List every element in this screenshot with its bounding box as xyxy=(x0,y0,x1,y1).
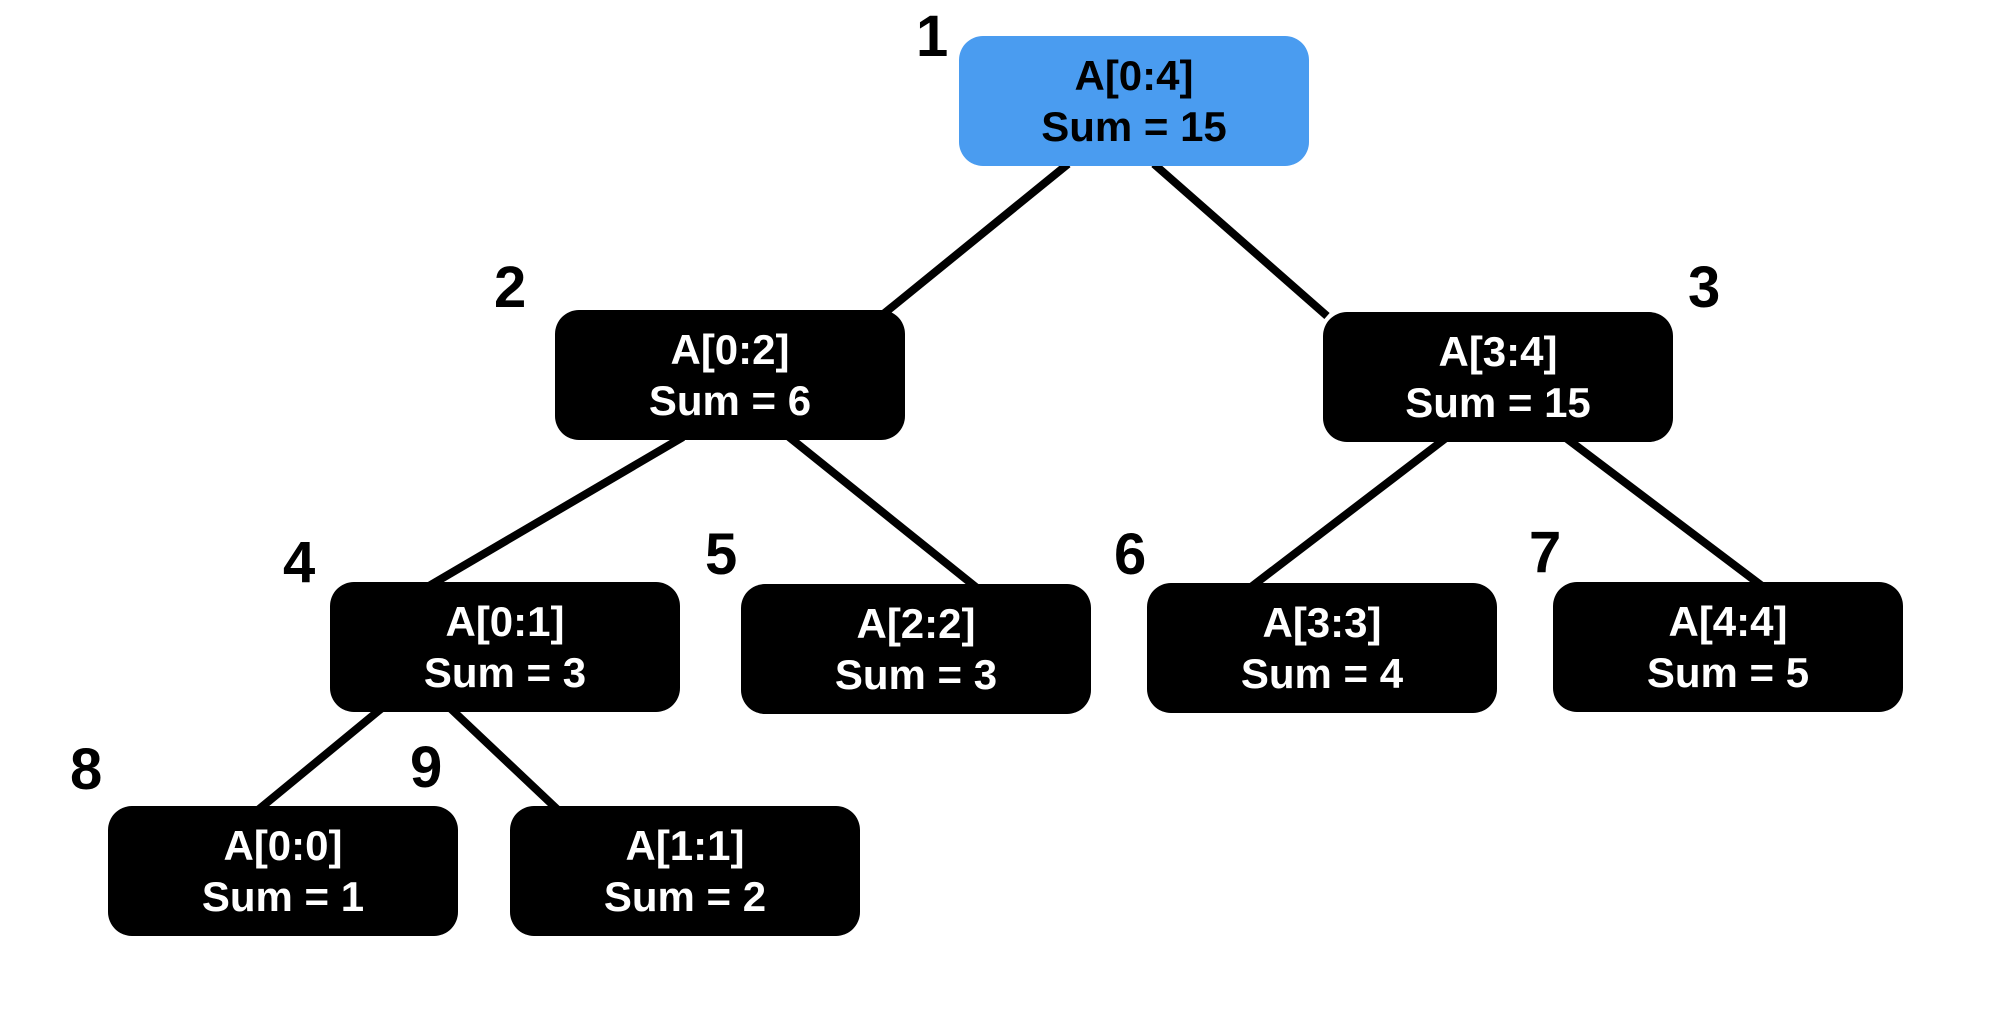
node-range: A[2:2] xyxy=(856,599,976,647)
edge-2-4 xyxy=(426,433,686,590)
node-sum: Sum = 3 xyxy=(834,651,998,698)
edge-3-6 xyxy=(1248,434,1449,591)
node-index-label-5: 5 xyxy=(705,522,738,587)
node-index-label-8: 8 xyxy=(70,737,103,802)
node-range: A[0:4] xyxy=(1074,51,1194,99)
tree-node-1-root: A[0:4] Sum = 15 xyxy=(959,36,1309,166)
edge-3-7 xyxy=(1563,434,1765,590)
node-range: A[1:1] xyxy=(625,821,745,869)
node-range: A[3:3] xyxy=(1262,598,1382,646)
node-sum: Sum = 6 xyxy=(648,377,812,424)
node-index-label-4: 4 xyxy=(283,530,316,595)
tree-node-7: A[4:4] Sum = 5 xyxy=(1553,582,1903,712)
tree-node-8: A[0:0] Sum = 1 xyxy=(108,806,458,936)
node-sum: Sum = 15 xyxy=(1405,379,1591,426)
edge-2-5 xyxy=(786,433,980,592)
tree-node-3: A[3:4] Sum = 15 xyxy=(1323,312,1673,442)
node-sum: Sum = 2 xyxy=(603,873,767,920)
node-index-label-9: 9 xyxy=(410,735,443,800)
node-index-label-6: 6 xyxy=(1114,522,1147,587)
node-sum: Sum = 4 xyxy=(1240,650,1404,697)
node-sum: Sum = 5 xyxy=(1646,649,1810,696)
node-index-label-7: 7 xyxy=(1529,520,1562,585)
node-sum: Sum = 3 xyxy=(423,649,587,696)
tree-node-2: A[0:2] Sum = 6 xyxy=(555,310,905,440)
tree-node-4: A[0:1] Sum = 3 xyxy=(330,582,680,712)
node-index-label-3: 3 xyxy=(1688,255,1721,320)
node-range: A[3:4] xyxy=(1438,327,1558,375)
tree-node-6: A[3:3] Sum = 4 xyxy=(1147,583,1497,713)
edge-4-9 xyxy=(447,705,561,813)
node-range: A[0:1] xyxy=(445,597,565,645)
tree-node-9: A[1:1] Sum = 2 xyxy=(510,806,860,936)
edge-4-8 xyxy=(255,704,385,814)
edge-1-2 xyxy=(878,160,1071,320)
node-range: A[4:4] xyxy=(1668,597,1788,645)
edge-1-3 xyxy=(1151,160,1330,320)
node-sum: Sum = 15 xyxy=(1041,103,1227,150)
node-range: A[0:0] xyxy=(223,821,343,869)
node-index-label-2: 2 xyxy=(494,255,527,320)
node-range: A[0:2] xyxy=(670,325,790,373)
node-index-label-1: 1 xyxy=(916,4,949,69)
node-sum: Sum = 1 xyxy=(201,873,365,920)
tree-node-5: A[2:2] Sum = 3 xyxy=(741,584,1091,714)
